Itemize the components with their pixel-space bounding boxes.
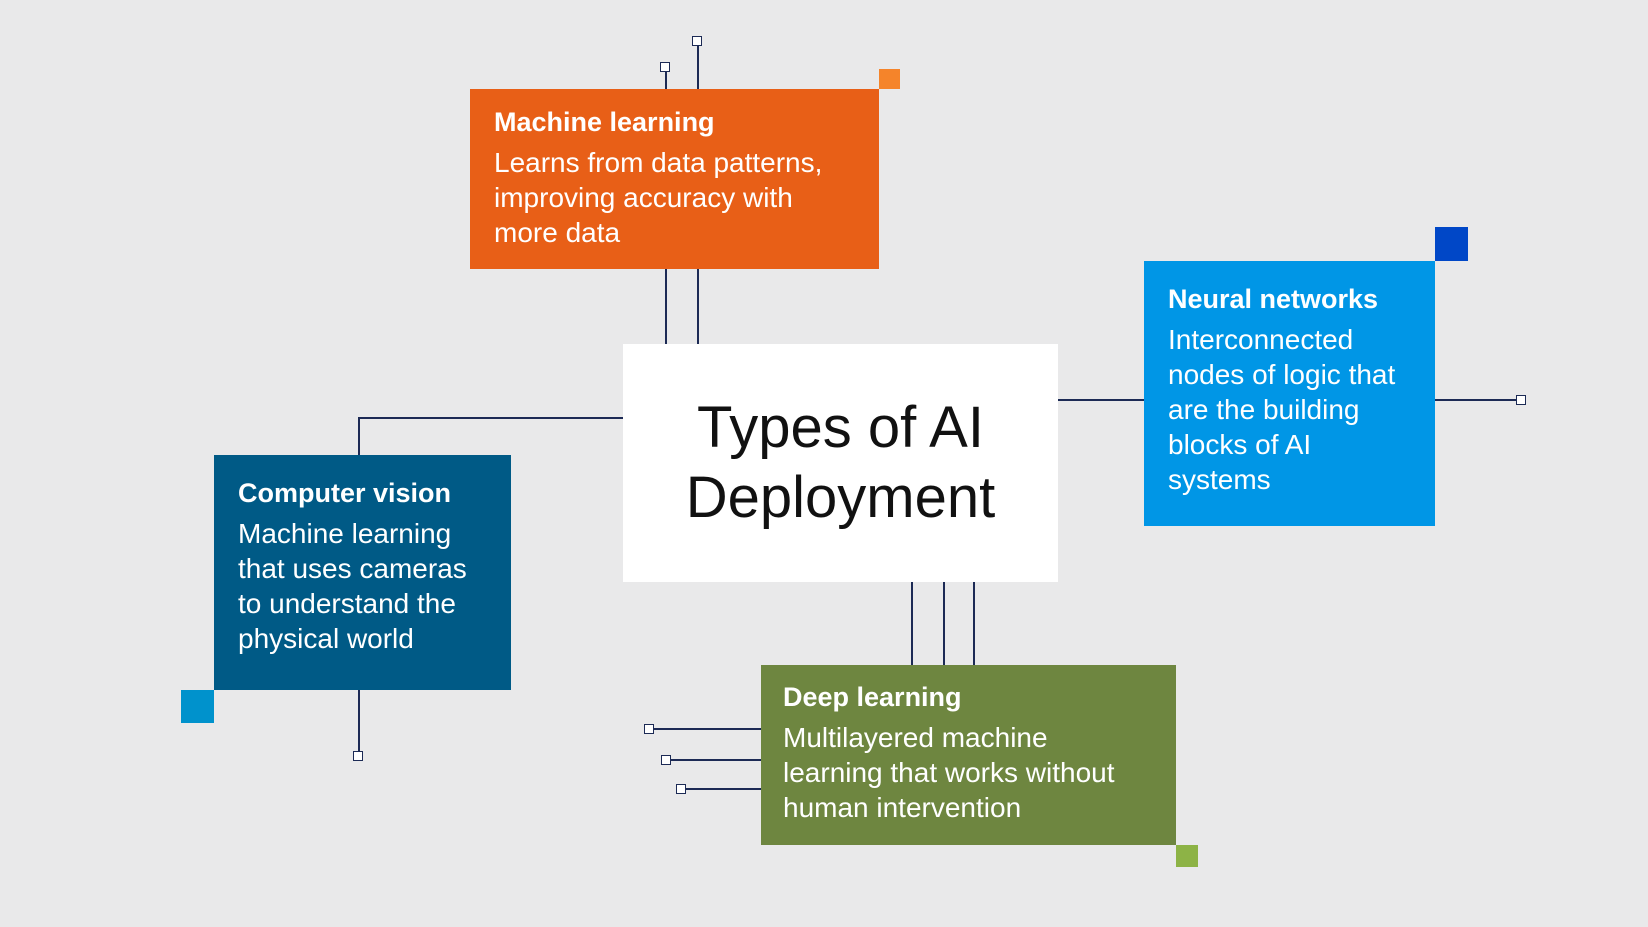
connector-line: [684, 788, 761, 790]
diagram-title-box: Types of AI Deployment: [623, 344, 1058, 582]
accent-square: [1176, 845, 1198, 867]
card-title: Neural networks: [1168, 284, 1379, 314]
connector-line: [358, 417, 360, 455]
connector-node: [692, 36, 702, 46]
connector-node: [353, 751, 363, 761]
accent-square: [1435, 227, 1468, 261]
card-title: Machine learning: [494, 107, 715, 137]
connector-line: [1435, 399, 1518, 401]
connector-node: [1516, 395, 1526, 405]
connector-line: [669, 759, 761, 761]
connector-line: [943, 582, 945, 665]
card-body: Machine learning that uses cameras to un…: [238, 518, 467, 654]
connector-line: [1058, 399, 1144, 401]
connector-line: [358, 417, 623, 419]
card-title: Deep learning: [783, 682, 962, 712]
card-deep-learning: Deep learning Multilayered machine learn…: [761, 665, 1176, 845]
connector-line: [973, 582, 975, 665]
card-body: Learns from data patterns, improving acc…: [494, 147, 823, 248]
connector-node: [661, 755, 671, 765]
connector-node: [644, 724, 654, 734]
connector-line: [697, 44, 699, 90]
connector-node: [676, 784, 686, 794]
connector-line: [911, 582, 913, 665]
connector-line: [665, 70, 667, 90]
connector-line: [697, 269, 699, 344]
connector-node: [660, 62, 670, 72]
card-title: Computer vision: [238, 478, 452, 508]
connector-line: [665, 269, 667, 344]
card-computer-vision: Computer vision Machine learning that us…: [214, 455, 511, 690]
accent-square: [879, 69, 900, 89]
connector-line: [358, 690, 360, 752]
card-machine-learning: Machine learning Learns from data patter…: [470, 89, 879, 269]
diagram-title: Types of AI Deployment: [685, 395, 996, 530]
accent-square: [181, 690, 214, 723]
card-body: Multilayered machine learning that works…: [783, 722, 1115, 823]
card-body: Interconnected nodes of logic that are t…: [1168, 324, 1396, 495]
card-neural-networks: Neural networks Interconnected nodes of …: [1144, 261, 1435, 526]
connector-line: [652, 728, 761, 730]
